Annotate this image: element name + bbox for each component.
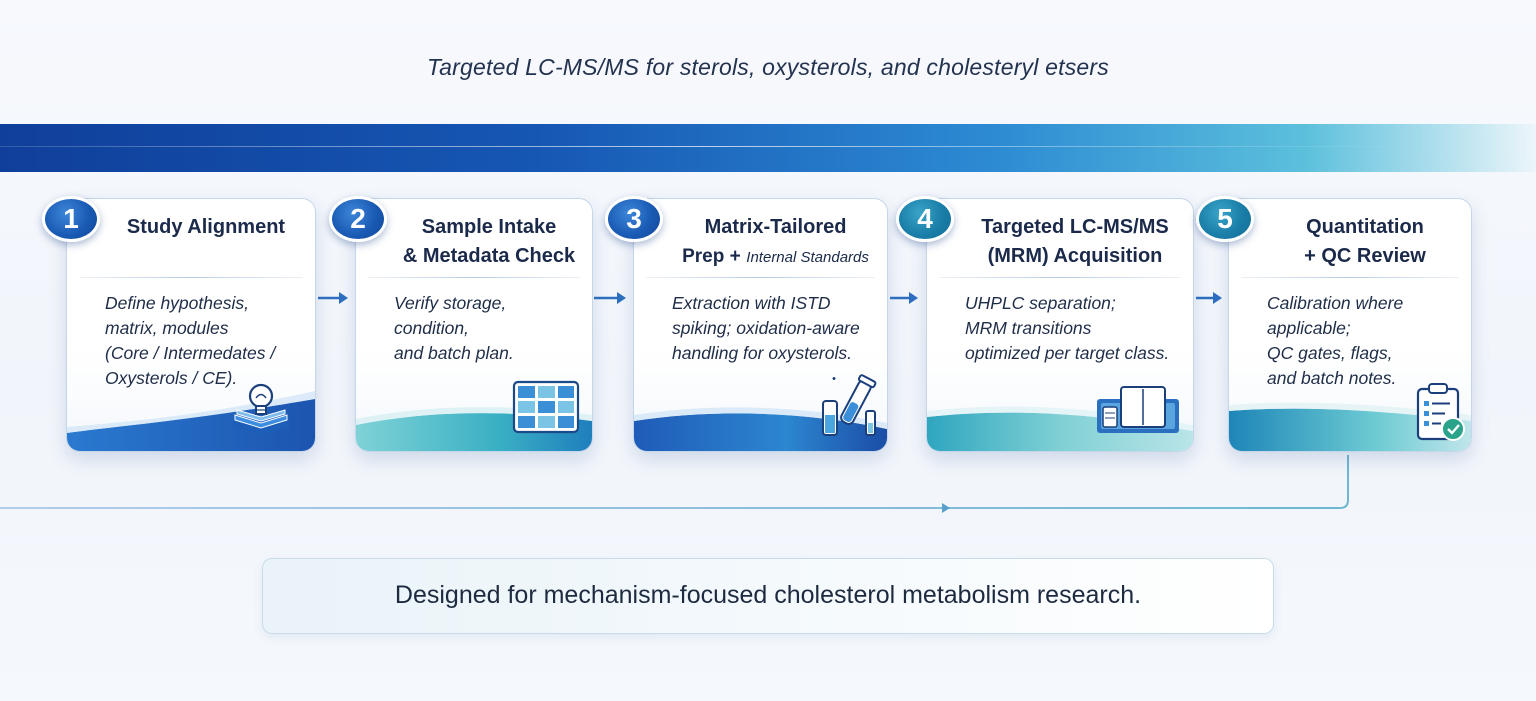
grid-table-icon <box>512 380 580 434</box>
step-1-description: Define hypothesis, matrix, modules (Core… <box>105 293 276 388</box>
arrow-4-5 <box>1196 292 1222 304</box>
step-3-number-badge: 3 <box>605 196 663 242</box>
card-divider <box>646 277 875 278</box>
return-flow-arrowhead <box>942 503 950 513</box>
card-divider <box>939 277 1181 278</box>
step-3-description: Extraction with ISTD spiking; oxidation-… <box>672 293 860 363</box>
card-divider <box>79 277 303 278</box>
step-card-4: Targeted LC-MS/MS (MRM) Acquisition UHPL… <box>926 198 1194 452</box>
card-wave <box>1229 402 1471 451</box>
step-5-title: Quantitation + QC Review <box>1304 216 1426 267</box>
lightbulb-book-icon <box>233 383 289 435</box>
step-4-title: Targeted LC-MS/MS (MRM) Acquisition <box>981 216 1169 267</box>
arrow-3-4 <box>890 292 918 304</box>
workflow-subtitle: Targeted LC-MS/MS for sterols, oxysterol… <box>427 54 1109 80</box>
clipboard-check-icon <box>1416 383 1465 441</box>
step-card-1: Study Alignment Define hypothesis, matri… <box>66 198 316 452</box>
step-1-number-badge: 1 <box>42 196 100 242</box>
step-card-5: Quantitation + QC Review Calibration whe… <box>1228 198 1472 452</box>
step-2-number-badge: 2 <box>329 196 387 242</box>
step-card-2: Sample Intake & Metadata Check Verify st… <box>355 198 593 452</box>
instrument-icon <box>1097 386 1179 433</box>
header-band-highlight <box>0 146 1420 147</box>
footer-banner: Designed for mechanism-focused cholester… <box>262 558 1274 634</box>
arrow-1-2 <box>318 292 348 304</box>
arrow-2-3 <box>594 292 626 304</box>
step-card-3: Matrix-Tailored Prep + Internal Standard… <box>633 198 888 452</box>
card-divider <box>1241 277 1459 278</box>
step-5-number-badge: 5 <box>1196 196 1254 242</box>
card-divider <box>368 277 580 278</box>
return-flow-line <box>0 455 1349 509</box>
step-1-title: Study Alignment <box>126 216 286 238</box>
step-4-number-badge: 4 <box>896 196 954 242</box>
step-4-description: UHPLC separation; MRM transitions optimi… <box>965 293 1170 363</box>
step-5-description: Calibration where applicable; QC gates, … <box>1267 293 1404 388</box>
test-tube-pipette-icon <box>822 374 877 436</box>
footer-text: Designed for mechanism-focused cholester… <box>394 581 1142 609</box>
step-2-description: Verify storage, condition, and batch pla… <box>394 293 514 363</box>
header-band <box>0 124 1536 172</box>
step-2-title: Sample Intake & Metadata Check <box>402 216 576 267</box>
step-3-title: Matrix-Tailored Prep + Internal Standard… <box>682 216 869 267</box>
card-wave <box>67 391 315 451</box>
